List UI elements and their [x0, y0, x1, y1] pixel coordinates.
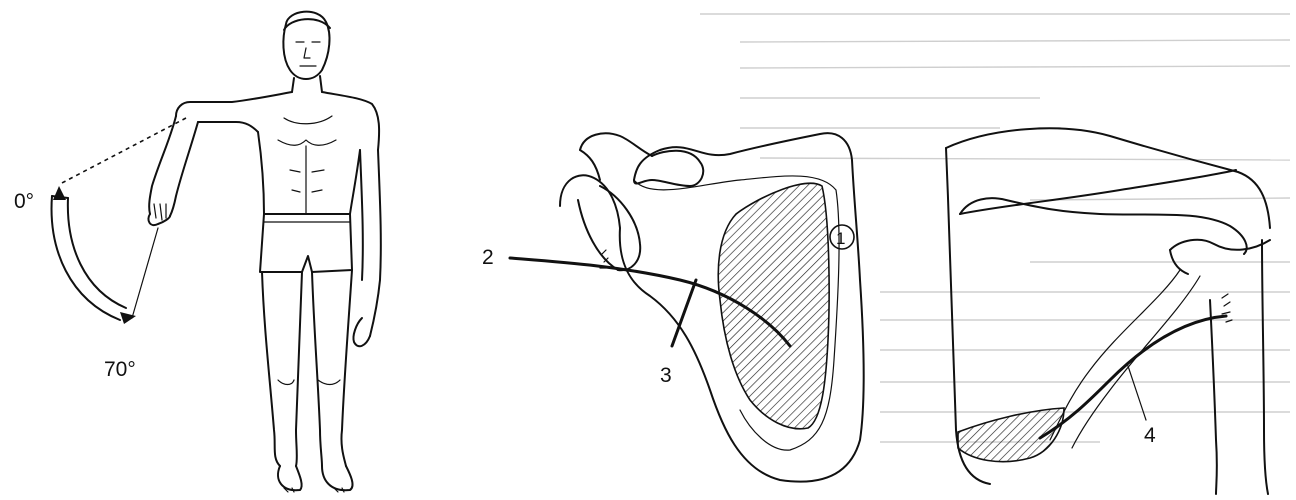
standing-figure [148, 12, 380, 492]
callout-4-label: 4 [1144, 424, 1156, 447]
posterior-shoulder-drawing [946, 128, 1270, 494]
callout-2-label: 2 [482, 246, 494, 269]
arrow-head-icon [53, 186, 66, 200]
callout-3-label: 3 [660, 364, 672, 387]
angle-end-label: 70° [104, 358, 136, 381]
scapula-drawing [510, 133, 864, 481]
angle-start-label: 0° [14, 190, 34, 213]
callout-1-label: 1 [836, 229, 845, 248]
